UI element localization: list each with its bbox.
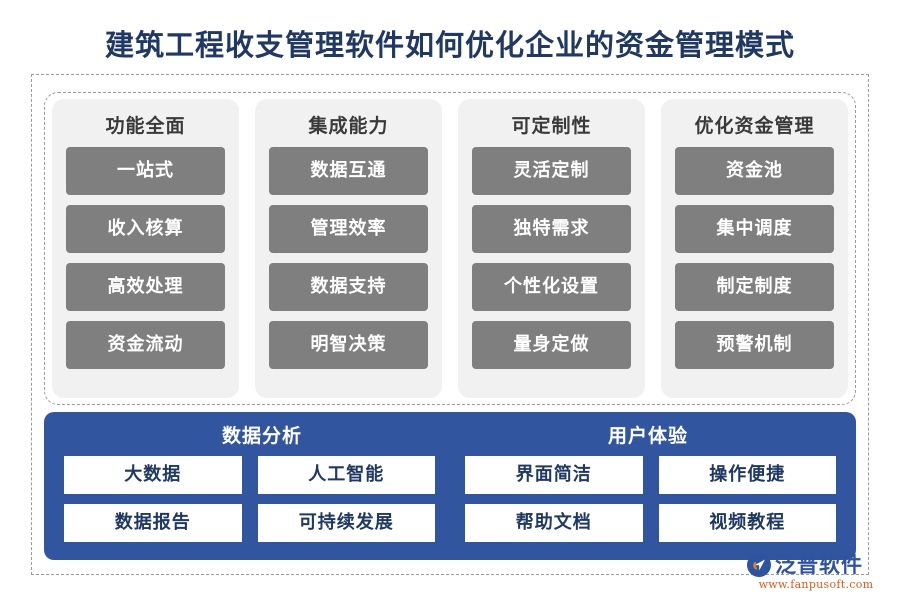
blue-summary-panel: 数据分析 用户体验 大数据 人工智能 数据报告 可持续发展 界面简洁 操作便捷 … bbox=[44, 412, 856, 560]
blue-chip[interactable]: 界面简洁 bbox=[465, 456, 643, 494]
feature-column-4: 优化资金管理 资金池 集中调度 制定制度 预警机制 bbox=[661, 99, 848, 398]
logo-name: 泛普软件 bbox=[775, 552, 863, 577]
feature-chip[interactable]: 明智决策 bbox=[269, 321, 428, 369]
feature-chip[interactable]: 独特需求 bbox=[472, 205, 631, 253]
feature-columns: 功能全面 一站式 收入核算 高效处理 资金流动 集成能力 数据互通 管理效率 数… bbox=[52, 99, 848, 398]
feature-chip[interactable]: 数据互通 bbox=[269, 147, 428, 195]
feature-chip[interactable]: 量身定做 bbox=[472, 321, 631, 369]
logo-row: 泛普软件 bbox=[746, 552, 886, 578]
blue-panel-grid: 大数据 人工智能 数据报告 可持续发展 界面简洁 操作便捷 帮助文档 视频教程 bbox=[64, 456, 836, 542]
feature-chip[interactable]: 制定制度 bbox=[675, 263, 834, 311]
blue-group-1: 大数据 人工智能 数据报告 可持续发展 bbox=[64, 456, 435, 542]
blue-chip[interactable]: 人工智能 bbox=[257, 456, 435, 494]
blue-group-header-2: 用户体验 bbox=[607, 425, 688, 447]
blue-chip[interactable]: 可持续发展 bbox=[257, 504, 435, 542]
feature-chip[interactable]: 数据支持 bbox=[269, 263, 428, 311]
feature-chip[interactable]: 预警机制 bbox=[675, 321, 834, 369]
column-header-3: 可定制性 bbox=[511, 115, 592, 137]
column-header-1: 功能全面 bbox=[105, 115, 186, 137]
feature-column-3: 可定制性 灵活定制 独特需求 个性化设置 量身定做 bbox=[458, 99, 645, 398]
inner-dashed-frame bbox=[44, 92, 856, 405]
feature-column-2: 集成能力 数据互通 管理效率 数据支持 明智决策 bbox=[255, 99, 442, 398]
feature-chip[interactable]: 资金池 bbox=[675, 147, 834, 195]
logo-url: www.fanpusoft.com bbox=[758, 578, 874, 591]
column-items-2: 数据互通 管理效率 数据支持 明智决策 bbox=[269, 147, 428, 369]
feature-chip[interactable]: 高效处理 bbox=[66, 263, 225, 311]
blue-chip[interactable]: 视频教程 bbox=[658, 504, 836, 542]
blue-group-header-1: 数据分析 bbox=[221, 425, 302, 447]
column-header-4: 优化资金管理 bbox=[694, 115, 815, 137]
fanpu-circle-arrow-icon bbox=[746, 552, 772, 578]
feature-chip[interactable]: 管理效率 bbox=[269, 205, 428, 253]
feature-column-1: 功能全面 一站式 收入核算 高效处理 资金流动 bbox=[52, 99, 239, 398]
feature-chip[interactable]: 灵活定制 bbox=[472, 147, 631, 195]
blue-chip[interactable]: 数据报告 bbox=[64, 504, 242, 542]
brand-logo[interactable]: 泛普软件 www.fanpusoft.com bbox=[746, 552, 886, 594]
column-items-3: 灵活定制 独特需求 个性化设置 量身定做 bbox=[472, 147, 631, 369]
column-items-1: 一站式 收入核算 高效处理 资金流动 bbox=[66, 147, 225, 369]
blue-chip[interactable]: 操作便捷 bbox=[658, 456, 836, 494]
page-title: 建筑工程收支管理软件如何优化企业的资金管理模式 bbox=[104, 28, 795, 62]
blue-chip[interactable]: 大数据 bbox=[64, 456, 242, 494]
feature-chip[interactable]: 集中调度 bbox=[675, 205, 834, 253]
feature-chip[interactable]: 收入核算 bbox=[66, 205, 225, 253]
column-header-2: 集成能力 bbox=[308, 115, 389, 137]
feature-chip[interactable]: 资金流动 bbox=[66, 321, 225, 369]
blue-chip[interactable]: 帮助文档 bbox=[465, 504, 643, 542]
outer-dashed-frame bbox=[31, 74, 869, 575]
blue-panel-headers: 数据分析 用户体验 bbox=[64, 420, 836, 452]
blue-group-2: 界面简洁 操作便捷 帮助文档 视频教程 bbox=[465, 456, 836, 542]
feature-chip[interactable]: 一站式 bbox=[66, 147, 225, 195]
column-items-4: 资金池 集中调度 制定制度 预警机制 bbox=[675, 147, 834, 369]
feature-chip[interactable]: 个性化设置 bbox=[472, 263, 631, 311]
